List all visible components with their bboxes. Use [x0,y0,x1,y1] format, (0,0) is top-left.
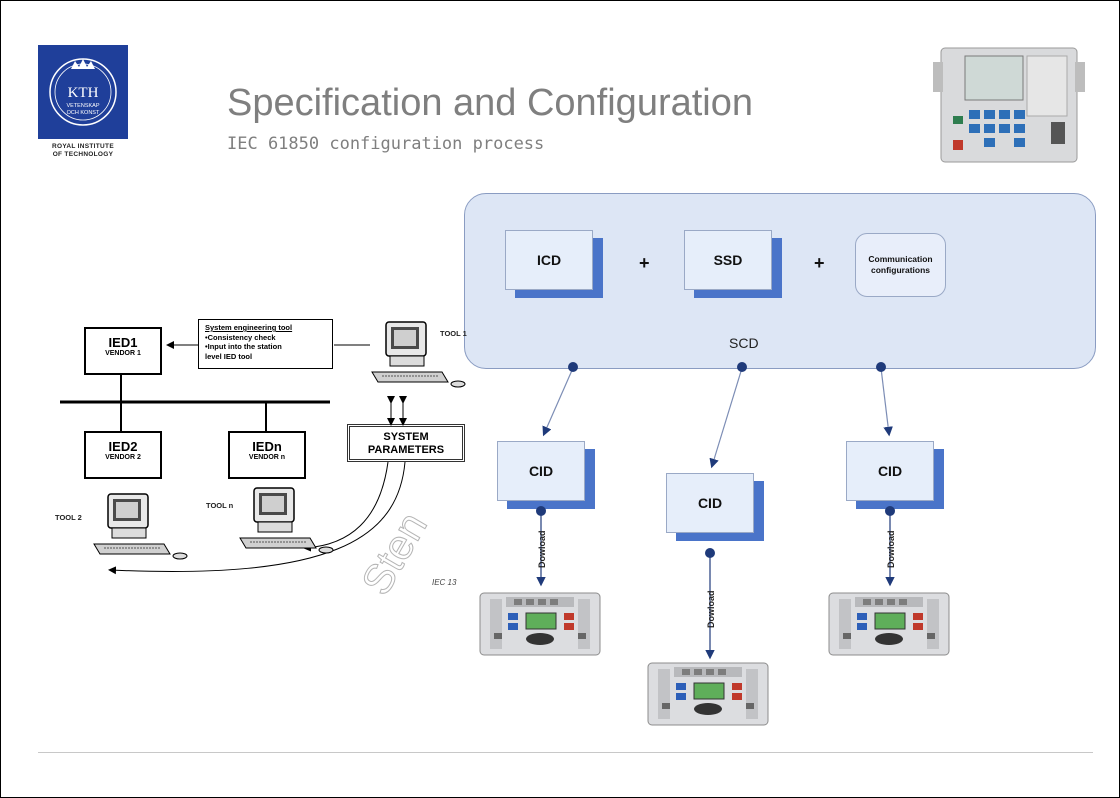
watermark-text: Sten [352,504,436,602]
sys-par-line: SYSTEM [383,431,429,443]
cid-file-2: CID [666,473,764,541]
logo-caption: ROYAL INSTITUTE OF TECHNOLOGY [30,143,136,159]
kth-crest-icon: KTH VETENSKAP OCH KONST [49,58,117,126]
system-parameters-box: SYSTEM PARAMETERS [347,424,465,462]
logo-line1: VETENSKAP [66,103,99,109]
ssd-file: SSD [684,230,782,298]
system-engineering-tool-box: System engineering tool •Consistency che… [198,319,333,369]
download-label: Dowload [886,531,896,569]
ied-vendor: VENDOR n [248,454,286,461]
relay-device-3 [828,592,950,656]
page-title: Specification and Configuration [227,82,754,124]
icd-label: ICD [505,230,593,290]
comm-line: configurations [870,265,930,275]
iedn-box: IEDn VENDOR n [228,431,306,479]
footer-divider [38,752,1093,753]
scd-to-cid-arrows [542,362,893,469]
logo-line2: OCH KONST [67,110,100,116]
computer-tooln-icon [239,487,334,554]
communication-configurations-box: Communication configurations [855,233,946,297]
tooln-label: TOOL n [206,501,234,510]
ssd-label: SSD [684,230,772,290]
sys-par-line: PARAMETERS [367,444,445,456]
logo-caption-line: ROYAL INSTITUTE [52,143,114,150]
ied-name: IED1 [108,335,138,350]
set-item: •Input into the station [205,342,282,351]
ied2-box: IED2 VENDOR 2 [84,431,162,479]
protection-relay-image [933,47,1085,163]
cid-label: CID [666,473,754,533]
cid-label: CID [497,441,585,501]
relay-device-1 [479,592,601,656]
ied1-box: IED1 VENDOR 1 [84,327,162,375]
cid-file-3: CID [846,441,944,509]
download-label: Dowload [537,531,547,569]
page-subtitle: IEC 61850 configuration process [227,134,545,154]
logo-text: KTH [68,85,99,101]
tool1-label: TOOL 1 [440,329,467,338]
tool2-label: TOOL 2 [55,513,82,522]
kth-logo: KTH VETENSKAP OCH KONST [38,45,128,139]
cid-file-1: CID [497,441,595,509]
icd-file: ICD [505,230,603,298]
download-arrows [536,506,895,660]
plus-sign: + [814,253,825,273]
ied-vendor: VENDOR 2 [105,454,141,461]
computer-tool1-icon [371,321,466,388]
relay-device-2 [647,662,769,726]
ied-vendor: VENDOR 1 [105,350,141,357]
computer-tool2-icon [93,493,188,560]
set-item: level IED tool [205,351,253,361]
ied-name: IEDn [252,439,282,454]
left-diagram-lines [60,341,407,575]
ied-name: IED2 [108,439,138,454]
scd-label: SCD [729,335,759,351]
set-heading: System engineering tool [205,323,293,332]
plus-sign: + [639,253,650,273]
logo-caption-line: OF TECHNOLOGY [52,151,114,158]
cid-label: CID [846,441,934,501]
iec-reference: IEC 13 [432,578,457,587]
download-label: Dowload [706,591,716,629]
set-item: •Consistency check [205,332,276,342]
comm-line: Communication [868,254,933,264]
